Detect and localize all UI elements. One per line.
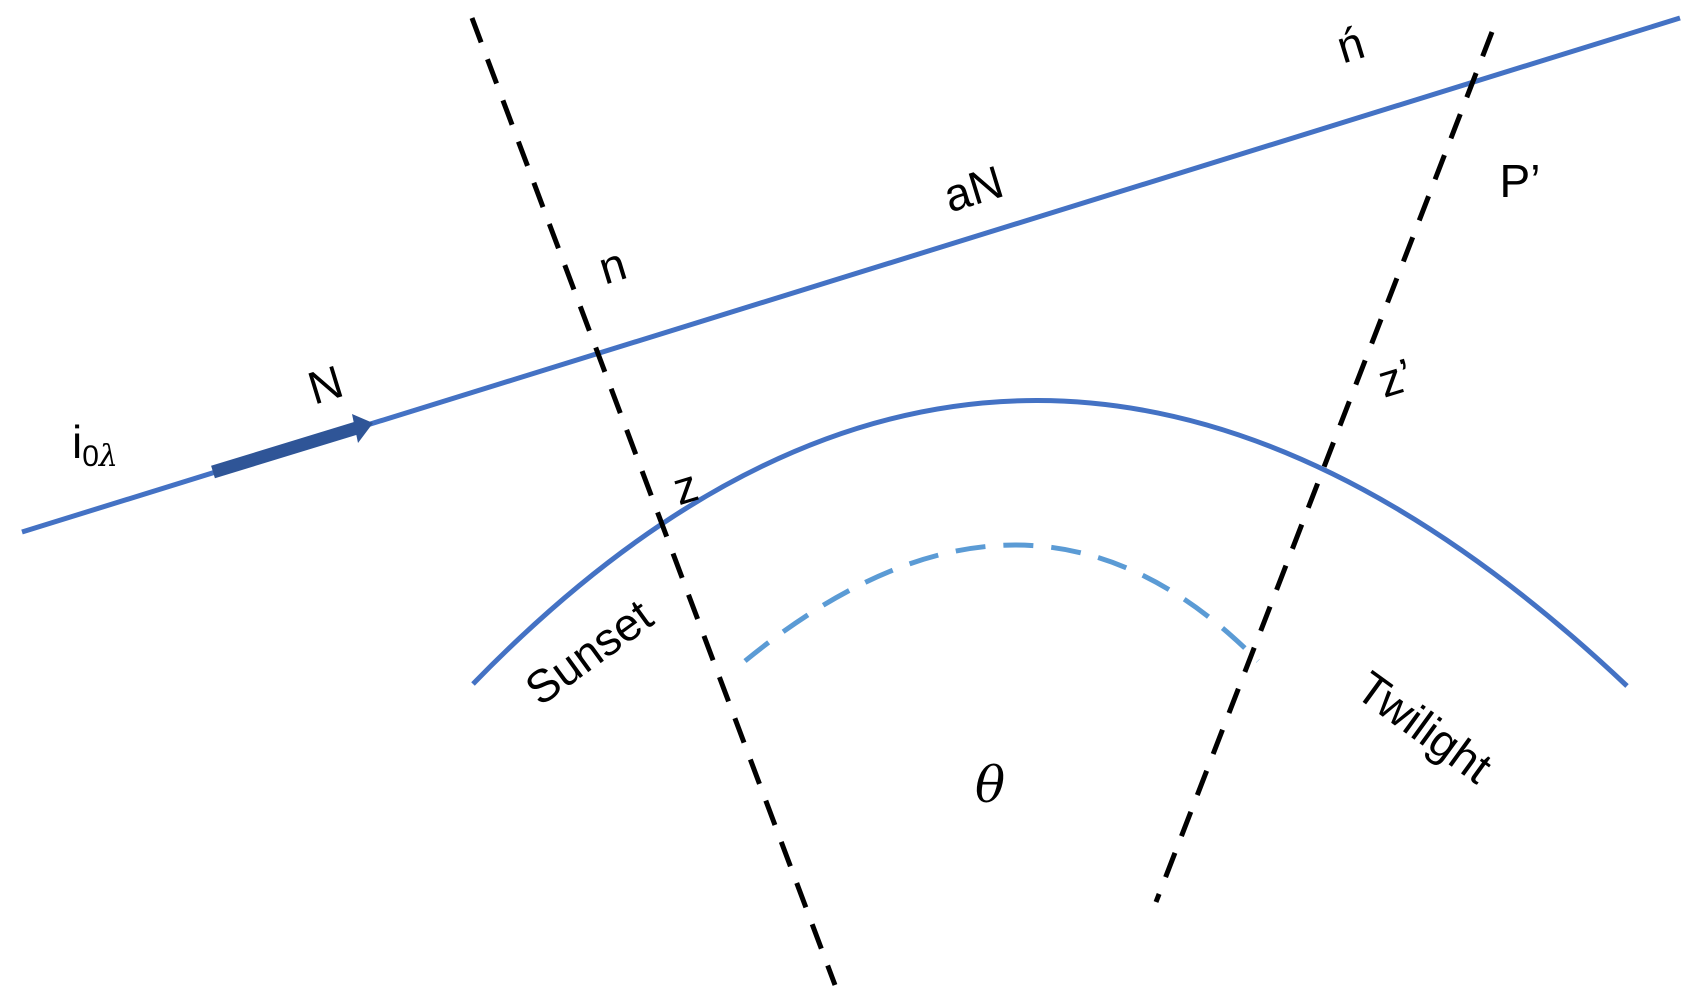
right-normal-dashed-line: [1153, 31, 1495, 903]
twilight-label: Twilight: [1347, 661, 1502, 793]
earth-surface-arc: [471, 398, 1629, 688]
left-zenith-label: z: [667, 458, 704, 514]
sunset-label: Sunset: [515, 589, 662, 715]
left-normal-label: n: [592, 237, 632, 294]
left-normal-dashed-line: [469, 17, 838, 986]
angle-theta-arc: [743, 542, 1260, 663]
point-p-prime-label: P’: [1500, 155, 1541, 207]
deflected-ray-label: aN: [938, 155, 1009, 222]
right-normal-label: ń: [1330, 16, 1370, 73]
right-zenith-label: z’: [1372, 348, 1419, 407]
ray-direction-arrowhead: [352, 414, 373, 443]
incident-intensity-label: i0λ: [72, 416, 118, 474]
ray-direction-arrow-shaft: [211, 420, 362, 479]
angle-theta-label: θ: [975, 756, 1005, 814]
ray-direction-label: N: [302, 355, 349, 414]
